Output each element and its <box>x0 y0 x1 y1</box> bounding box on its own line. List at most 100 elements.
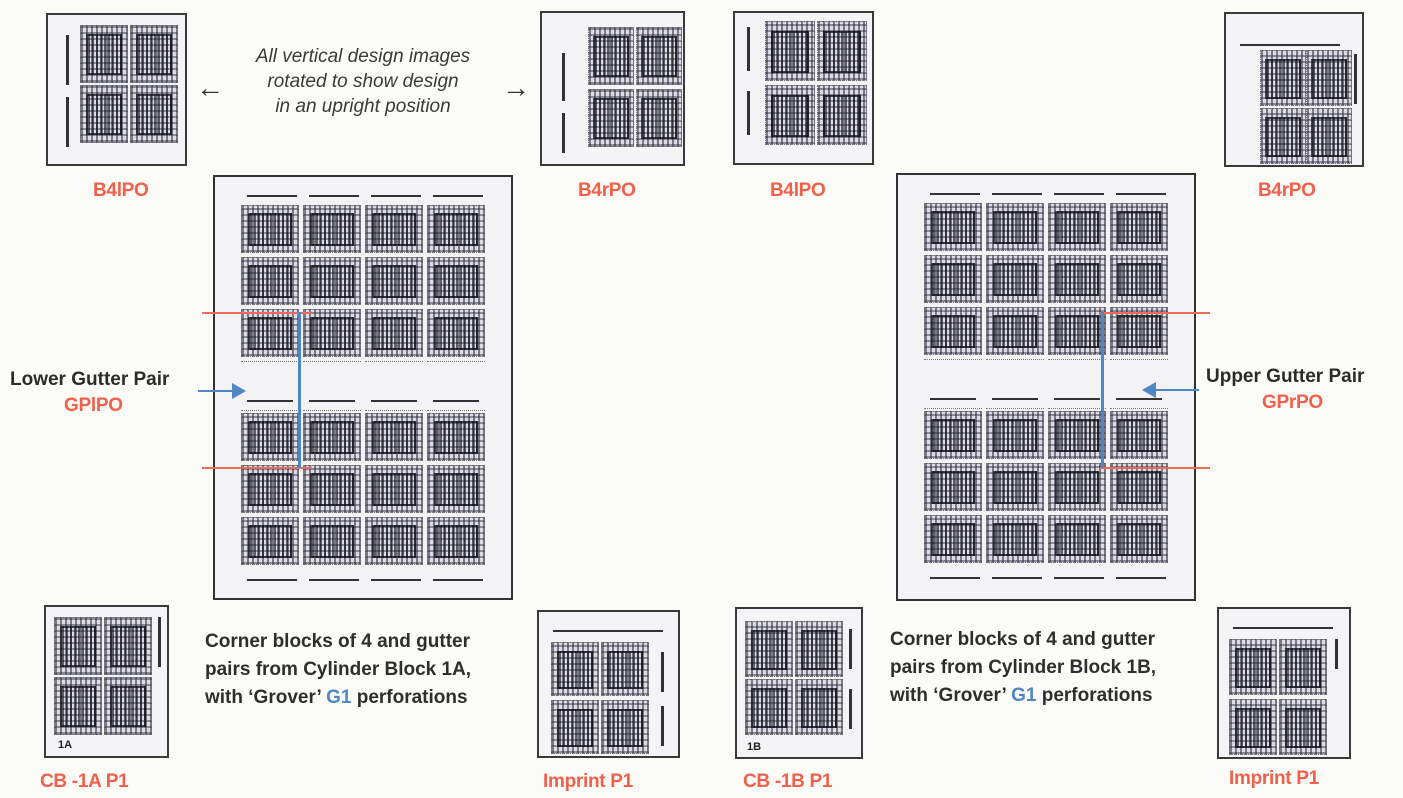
stamp <box>303 465 361 513</box>
stamp <box>1048 515 1106 563</box>
label-cb-1a: CB -1A P1 <box>40 771 128 793</box>
sheet-margin-rule <box>1116 193 1166 195</box>
sheet-margin-rule <box>992 577 1042 579</box>
stamp <box>241 517 299 565</box>
stamp <box>241 205 299 253</box>
label-b4lpo-b: B4lPO <box>770 180 826 202</box>
imprint-text <box>1233 627 1333 629</box>
corner-block-b4lpo-b <box>733 11 874 165</box>
cylinder-number: 1B <box>747 741 761 753</box>
stamp <box>924 515 982 563</box>
desc-line-3: with ‘Grover’ G1 perforations <box>205 684 535 712</box>
stamp <box>241 309 299 357</box>
perforation-code: G1 <box>1011 685 1036 706</box>
desc-line-2: pairs from Cylinder Block 1A, <box>205 656 535 684</box>
arrow-right-icon <box>232 383 246 399</box>
note-line-1: All vertical design images <box>228 44 498 69</box>
gutter-rule <box>371 400 417 402</box>
stamp <box>588 27 634 85</box>
imprint-text <box>553 630 663 632</box>
margin-rule <box>747 27 750 71</box>
stamp <box>241 413 299 461</box>
stamp <box>601 700 649 754</box>
stamp <box>1306 50 1352 106</box>
margin-rule <box>562 113 565 153</box>
gutter-cell <box>365 361 423 411</box>
stamp <box>54 677 102 735</box>
stamp <box>365 257 423 305</box>
stamp <box>924 307 982 355</box>
label-b4rpo-a: B4rPO <box>578 180 636 202</box>
stamp <box>303 205 361 253</box>
margin-rule <box>1354 54 1357 104</box>
margin-rule <box>849 629 852 669</box>
gutter-marker-top-left <box>202 312 312 314</box>
cylinder-block-1a: 1A <box>44 605 169 758</box>
stamp <box>1229 699 1277 755</box>
gutter-marker-bottom-left <box>202 467 312 469</box>
stamp <box>104 677 152 735</box>
stamp <box>986 203 1044 251</box>
margin-rule <box>66 97 69 147</box>
gutter-rule <box>1116 398 1162 400</box>
label-imprint-b: Imprint P1 <box>1229 768 1319 790</box>
gutter-rule <box>1054 398 1100 400</box>
stamp <box>1279 699 1327 755</box>
stamp <box>104 617 152 675</box>
gutter-marker-top-right <box>1100 312 1210 314</box>
stamp <box>130 85 178 143</box>
stamp-sheet-cylinder-1a <box>213 175 513 600</box>
desc-line-1: Corner blocks of 4 and gutter <box>205 628 535 656</box>
stamp <box>365 309 423 357</box>
corner-block-b4rpo-a <box>540 11 685 166</box>
imprint-block-b <box>1217 607 1351 759</box>
description-cylinder-1b: Corner blocks of 4 and gutter pairs from… <box>890 626 1220 710</box>
cylinder-number: 1A <box>58 739 72 751</box>
sheet-margin-rule <box>992 193 1042 195</box>
stamp <box>365 465 423 513</box>
sheet-margin-rule <box>930 577 980 579</box>
stamp <box>1048 411 1106 459</box>
lower-gutter-title: Lower Gutter Pair <box>10 369 169 391</box>
sheet-margin-rule <box>247 195 297 197</box>
stamp <box>365 413 423 461</box>
stamp <box>303 413 361 461</box>
stamp <box>601 642 649 696</box>
stamp <box>817 85 867 145</box>
gutter-marker-bottom-right <box>1100 467 1210 469</box>
gutter-rule <box>309 400 355 402</box>
stamp <box>1279 639 1327 695</box>
stamp <box>986 515 1044 563</box>
stamp <box>427 465 485 513</box>
stamp <box>986 411 1044 459</box>
stamp <box>924 411 982 459</box>
gutter-cell <box>986 359 1044 409</box>
stamp <box>303 517 361 565</box>
sheet-margin-rule <box>433 195 483 197</box>
gutter-rule <box>930 398 976 400</box>
stamp <box>588 89 634 147</box>
stamp <box>924 463 982 511</box>
gutter-arrow-shaft-left <box>198 390 236 392</box>
stamp <box>551 642 599 696</box>
margin-rule <box>1240 44 1340 46</box>
corner-block-b4lpo-left <box>46 13 187 166</box>
stamp <box>365 205 423 253</box>
arrow-right-icon: → <box>502 74 530 102</box>
lower-gutter-code: GPlPO <box>64 395 123 417</box>
margin-rule <box>849 689 852 729</box>
description-cylinder-1a: Corner blocks of 4 and gutter pairs from… <box>205 628 535 712</box>
stamp <box>1110 307 1168 355</box>
sheet-margin-rule <box>247 579 297 581</box>
stamp <box>1048 463 1106 511</box>
sheet-margin-rule <box>1116 577 1166 579</box>
stamp <box>1110 411 1168 459</box>
sheet-margin-rule <box>309 579 359 581</box>
gutter-cell <box>303 361 361 411</box>
label-b4rpo-b: B4rPO <box>1258 180 1316 202</box>
perforation-code: G1 <box>326 687 351 708</box>
stamp <box>765 85 815 145</box>
stamp <box>1048 307 1106 355</box>
imprint-block-a <box>537 610 680 758</box>
gutter-cell <box>427 361 485 411</box>
